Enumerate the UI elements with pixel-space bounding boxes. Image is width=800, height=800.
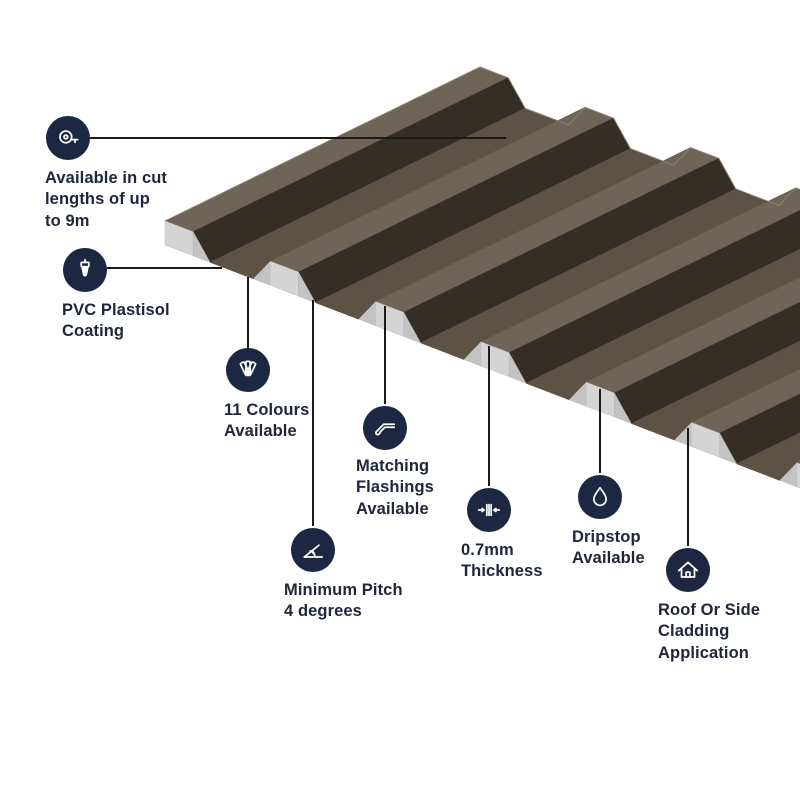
thickness-gauge-icon — [477, 503, 501, 517]
callout-label-coating: PVC Plastisol Coating — [62, 301, 170, 341]
callout-label-colours: 11 Colours Available — [224, 401, 310, 441]
callout-label-cut-lengths: Available in cut lengths of up to 9m — [45, 169, 168, 230]
tape-measure-icon — [59, 130, 79, 144]
connector-lines — [90, 137, 689, 546]
callout-badge-colours — [226, 348, 270, 392]
callout-badge-cladding — [666, 548, 710, 592]
house-icon — [677, 561, 699, 578]
callout-badge-thickness — [467, 488, 511, 532]
callout-badge-pitch — [291, 528, 335, 572]
callout-label-cladding: Roof Or Side Cladding Application — [658, 601, 761, 662]
callout-badge-cut-lengths — [46, 116, 90, 160]
water-drop-icon — [592, 486, 608, 507]
callout-badge-dripstop — [578, 475, 622, 519]
flashing-sheet-icon — [375, 423, 396, 436]
callout-label-pitch: Minimum Pitch 4 degrees — [284, 581, 403, 621]
callout-label-dripstop: Dripstop Available — [572, 528, 645, 568]
callout-badge-coating — [63, 248, 107, 292]
callout-badge-flashings — [363, 406, 407, 450]
roofing-sheet — [164, 66, 800, 489]
callout-label-thickness: 0.7mm Thickness — [461, 541, 543, 581]
pitch-angle-icon — [303, 544, 324, 558]
paint-brush-icon — [80, 258, 90, 277]
colour-swatch-fan-icon — [239, 360, 257, 377]
callout-label-flashings: Matching Flashings Available — [356, 457, 434, 518]
